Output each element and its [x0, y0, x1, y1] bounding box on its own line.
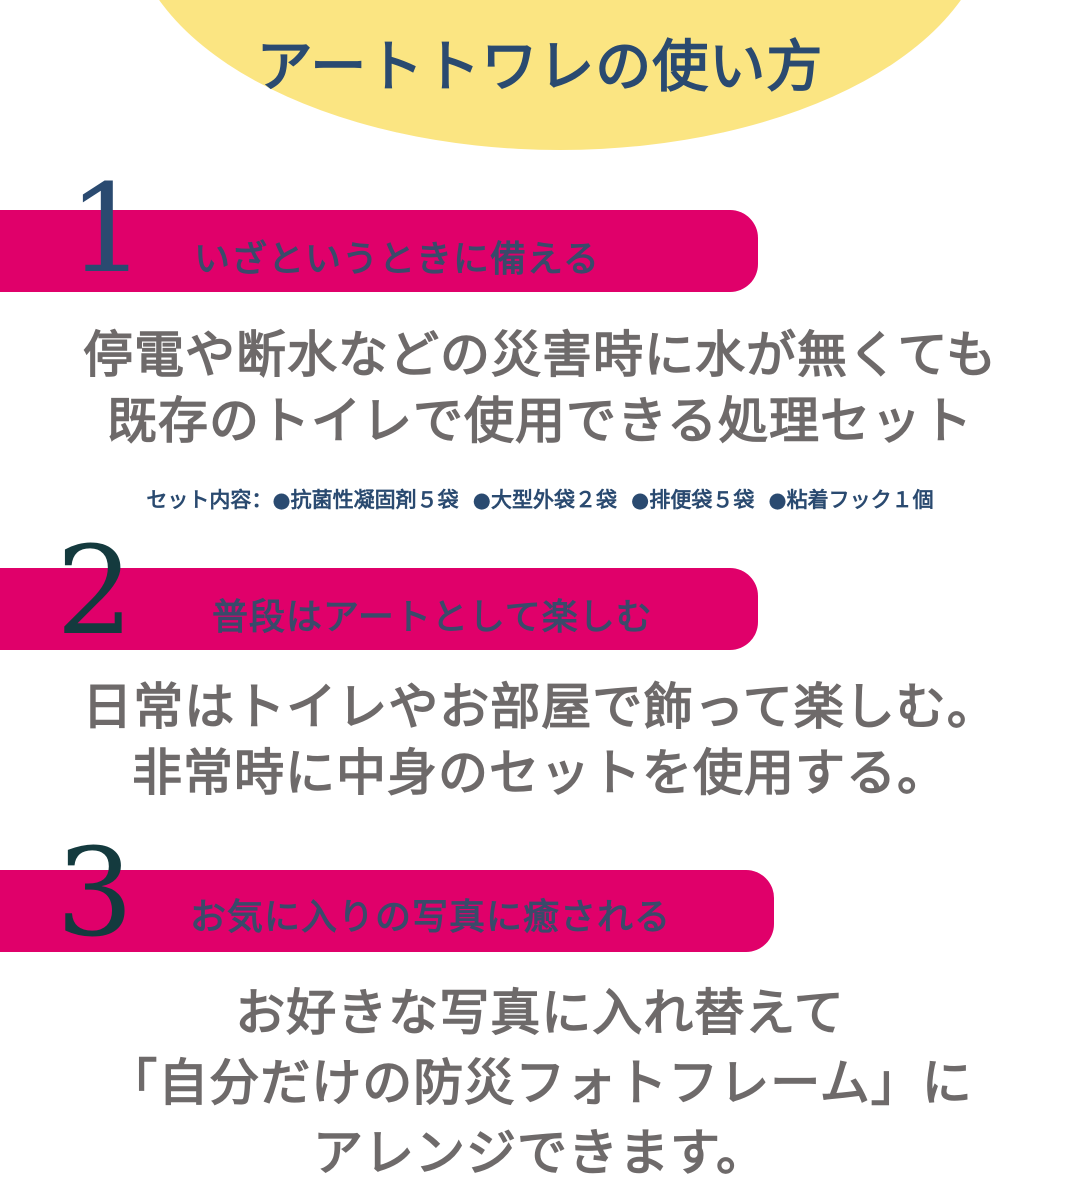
step-1-banner	[0, 210, 758, 292]
set-contents-item: ●粘着フック１個	[768, 488, 934, 512]
step-3-description-line: お好きな写真に入れ替えて	[235, 984, 845, 1042]
step-2-description: 日常はトイレやお部屋で飾って楽しむ。 非常時に中身のセットを使用する。	[0, 674, 1080, 806]
step-2-heading: 普段はアートとして楽しむ	[212, 597, 653, 638]
step-3-description: お好きな写真に入れ替えて 「自分だけの防災フォトフレーム」に アレンジできます。	[0, 978, 1080, 1188]
set-contents-item: ●排便袋５袋	[631, 488, 755, 512]
set-contents-item: ●大型外袋２袋	[472, 488, 617, 512]
step-3-heading: お気に入りの写真に癒される	[190, 897, 672, 938]
step-3-number: 3	[56, 822, 134, 964]
step-3-description-line: 「自分だけの防災フォトフレーム」に	[107, 1054, 973, 1112]
step-3-banner	[0, 870, 774, 952]
step-2-banner	[0, 568, 758, 650]
step-1-heading: いざというときに備える	[194, 239, 600, 280]
set-contents-item: ●抗菌性凝固剤５袋	[272, 488, 459, 512]
step-2-number: 2	[56, 520, 134, 662]
step-2-description-line: 非常時に中身のセットを使用する。	[132, 744, 948, 802]
set-contents: セット内容：●抗菌性凝固剤５袋 ●大型外袋２袋 ●排便袋５袋 ●粘着フック１個	[0, 484, 1080, 514]
step-2-description-line: 日常はトイレやお部屋で飾って楽しむ。	[82, 678, 998, 736]
step-3-description-line: アレンジできます。	[313, 1124, 767, 1182]
page-title: アートトワレの使い方	[256, 35, 824, 100]
step-1-number: 1	[68, 158, 146, 300]
step-1-description-line: 停電や断水などの災害時に水が無くても	[83, 326, 997, 384]
set-contents-label: セット内容：	[146, 488, 273, 512]
step-1-description: 停電や断水などの災害時に水が無くても 既存のトイレで使用できる処理セット	[0, 322, 1080, 454]
step-1-description-line: 既存のトイレで使用できる処理セット	[107, 392, 973, 450]
